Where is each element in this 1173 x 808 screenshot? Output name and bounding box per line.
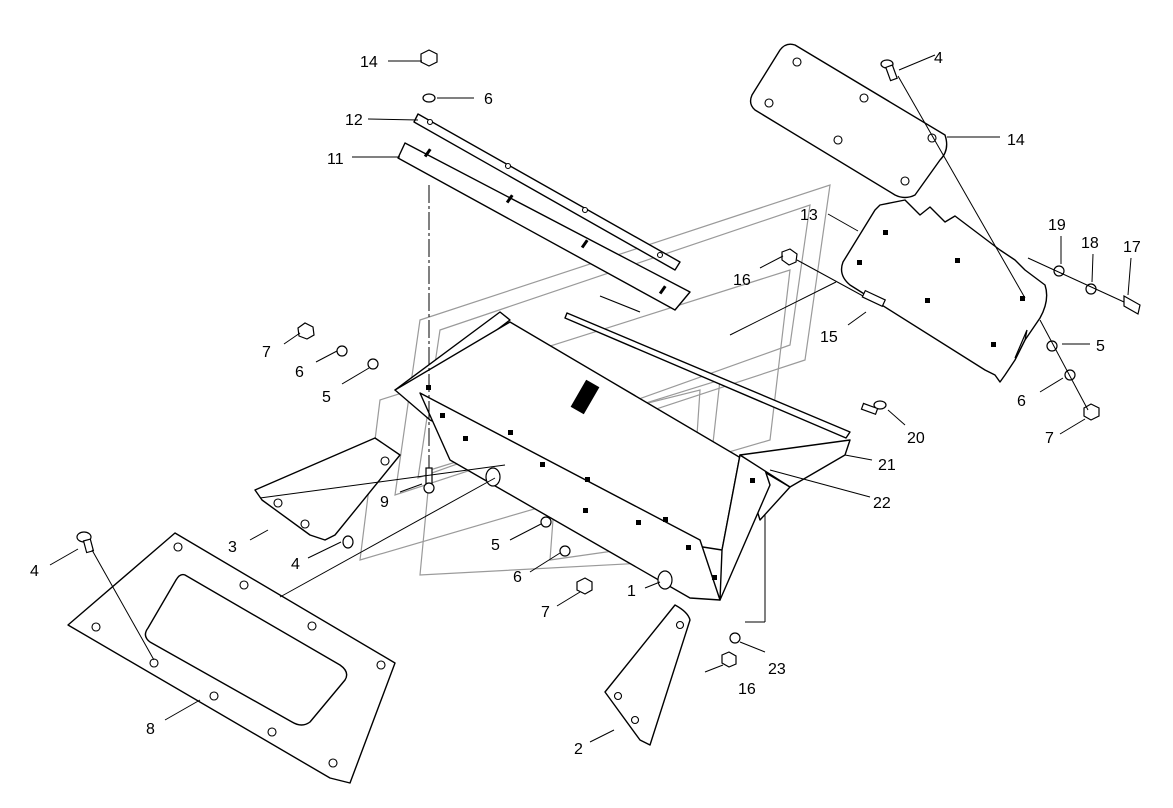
callouts: 14 6 12 11 7 6 5 9 3 4 4 8 5 6 7 1 2 16 … [30, 50, 1141, 758]
callout-7: 7 [541, 604, 550, 621]
callout-16: 16 [738, 681, 756, 698]
callout-15: 15 [820, 329, 838, 346]
part-14-mounting-plate [749, 43, 948, 199]
callout-23: 23 [768, 661, 786, 678]
leader-lines [49, 54, 1132, 743]
callout-6: 6 [513, 569, 522, 586]
trough-assembly [394, 311, 851, 601]
callout-19: 19 [1048, 217, 1066, 234]
callout-4: 4 [934, 50, 943, 67]
callout-12: 14 [360, 54, 378, 71]
callout-5: 5 [322, 389, 331, 406]
part-13-bracket [840, 199, 1048, 383]
callout-7: 7 [1045, 430, 1054, 447]
callout-20: 20 [907, 430, 925, 447]
part-8-frame-plate [67, 532, 396, 784]
part-11-strip [413, 113, 681, 271]
callout-7: 7 [262, 344, 271, 361]
callout-13: 13 [800, 207, 818, 224]
callout-9: 9 [380, 494, 389, 511]
part-2-plate [604, 604, 691, 746]
callout-1: 1 [627, 583, 636, 600]
callout-10: 11 [327, 151, 344, 168]
part-10-strip [397, 142, 691, 311]
callout-16: 16 [733, 272, 751, 289]
callout-6: 6 [295, 364, 304, 381]
callout-22: 22 [873, 495, 891, 512]
callout-2: 2 [574, 741, 583, 758]
callout-4: 4 [30, 563, 39, 580]
callout-5: 5 [1096, 338, 1105, 355]
callout-14: 14 [1007, 132, 1025, 149]
callout-17: 17 [1123, 239, 1141, 256]
callout-6: 6 [484, 91, 493, 108]
callout-3: 3 [228, 539, 237, 556]
callout-11: 12 [345, 112, 363, 129]
callout-18: 18 [1081, 235, 1099, 252]
callout-21: 21 [878, 457, 896, 474]
callout-8: 8 [146, 721, 155, 738]
hardware [76, 49, 1141, 668]
callout-4: 4 [291, 556, 300, 573]
callout-6: 6 [1017, 393, 1026, 410]
callout-5: 5 [491, 537, 500, 554]
part-21-rod [564, 295, 851, 439]
